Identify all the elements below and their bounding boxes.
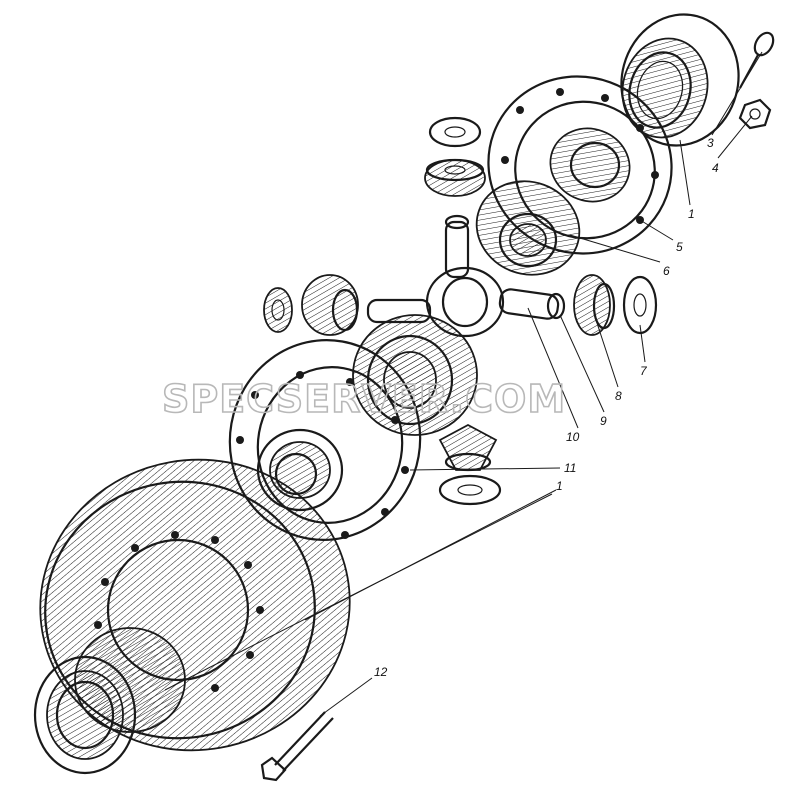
callout-4: 4 xyxy=(712,161,719,175)
leader-lines xyxy=(164,51,763,717)
spider-cross xyxy=(366,214,566,338)
top-pinion-gear xyxy=(424,158,486,197)
right-pinion-gear xyxy=(573,274,616,336)
case-bolt xyxy=(260,711,334,782)
callout-7: 7 xyxy=(640,364,648,378)
side-gear-upper xyxy=(475,180,581,276)
callout-8: 8 xyxy=(615,389,622,403)
cotter-pin xyxy=(739,31,775,89)
left-pinion-gear xyxy=(301,274,359,336)
callout-1-top: 1 xyxy=(688,207,695,221)
bottom-washer xyxy=(438,474,502,506)
callout-1-bottom: 1 xyxy=(556,479,563,493)
top-bearing xyxy=(620,13,740,147)
castle-nut xyxy=(738,98,772,130)
callout-11: 11 xyxy=(564,461,576,475)
callout-labels: 1 1 3 4 5 6 7 8 9 10 11 12 xyxy=(374,136,719,679)
right-case-half xyxy=(487,75,673,255)
right-washer xyxy=(622,275,658,335)
callout-9: 9 xyxy=(600,414,607,428)
case-bolt-holes-left xyxy=(236,371,409,539)
watermark: SPECSERVER.COM xyxy=(162,377,566,421)
ring-gear-bolt-holes xyxy=(94,531,264,692)
callout-5: 5 xyxy=(676,240,683,254)
callout-3: 3 xyxy=(707,136,714,150)
bottom-bearing xyxy=(33,627,186,775)
left-washer xyxy=(263,287,293,333)
callout-6: 6 xyxy=(663,264,670,278)
callout-12: 12 xyxy=(374,665,388,679)
bottom-pinion-gear xyxy=(438,423,498,472)
top-washer xyxy=(428,116,482,148)
callout-10: 10 xyxy=(566,430,580,444)
side-gear-lower xyxy=(352,314,478,436)
